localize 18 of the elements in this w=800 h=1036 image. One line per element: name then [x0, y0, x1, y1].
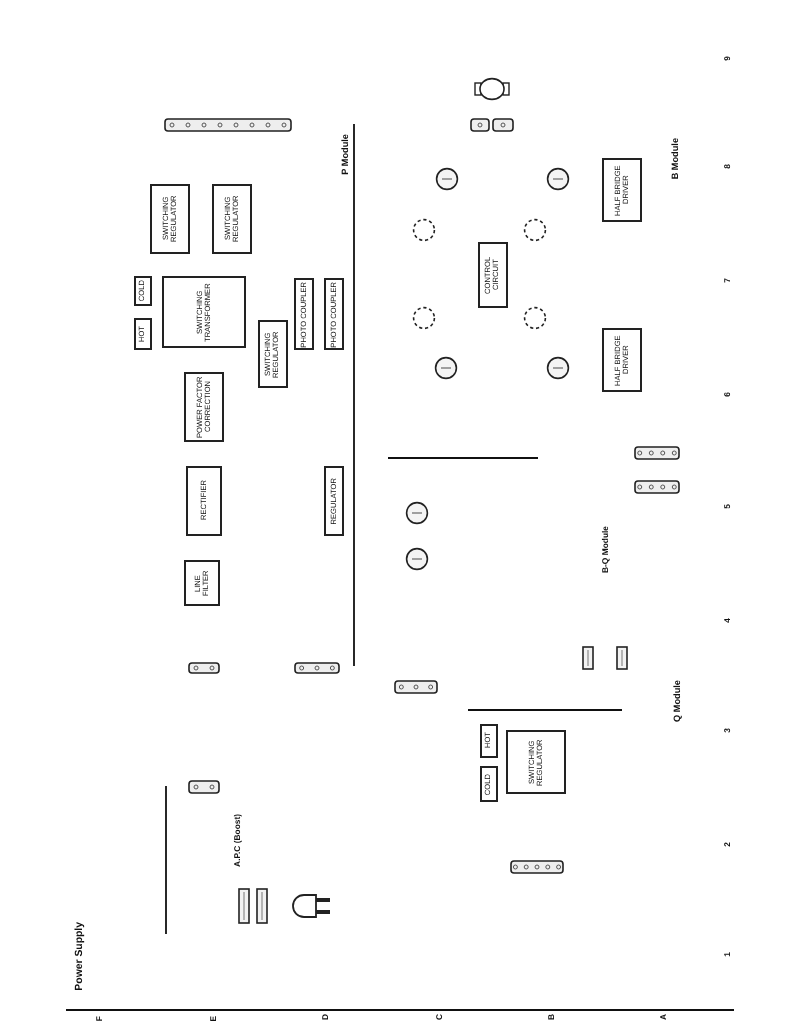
process-box	[162, 276, 246, 348]
process-box	[324, 278, 344, 350]
process-box	[150, 184, 190, 254]
process-box	[324, 466, 344, 536]
process-box	[506, 730, 566, 794]
process-box	[184, 372, 224, 442]
process-box	[480, 766, 498, 802]
process-box	[294, 278, 314, 350]
process-box	[212, 184, 252, 254]
process-box	[186, 466, 222, 536]
process-box	[184, 560, 220, 606]
process-box	[478, 242, 508, 308]
process-box	[258, 320, 288, 388]
process-box	[134, 318, 152, 350]
process-box	[134, 276, 152, 306]
process-box	[602, 158, 642, 222]
process-box	[480, 724, 498, 758]
process-box	[602, 328, 642, 392]
